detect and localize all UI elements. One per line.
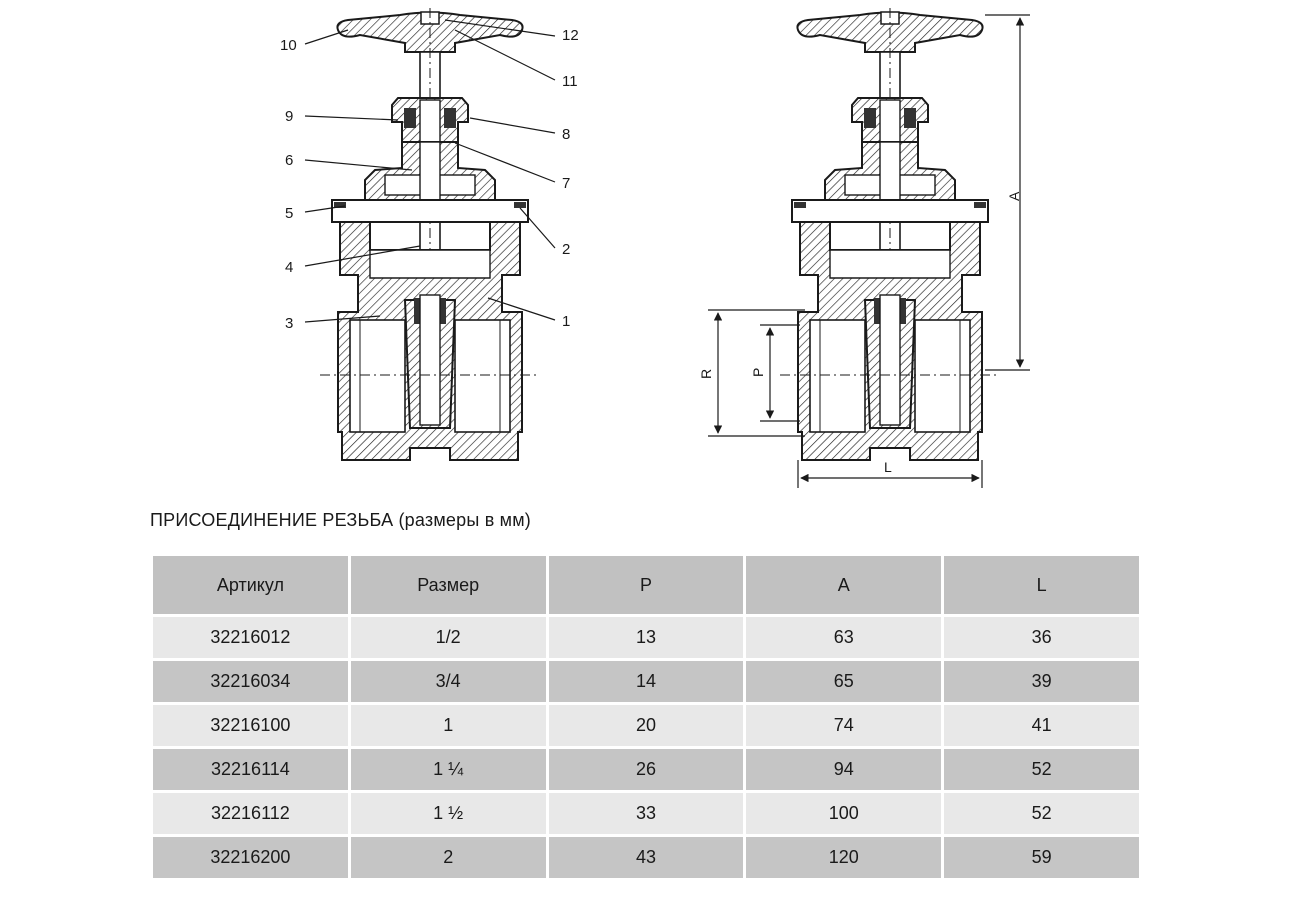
table-cell: 32216200	[153, 837, 348, 878]
table-cell: 41	[944, 705, 1139, 746]
valve-callouts	[304, 19, 556, 323]
table-header-row: Артикул Размер P A L	[153, 556, 1139, 614]
table-cell: 32216034	[153, 661, 348, 702]
column-header: L	[944, 556, 1139, 614]
callout-9: 9	[285, 108, 293, 125]
table-cell: 120	[746, 837, 942, 878]
table-cell: 26	[548, 749, 744, 790]
section-title: ПРИСОЕДИНЕНИЕ РЕЗЬБА (размеры в мм)	[150, 510, 532, 530]
table-row: 32216012 1/2 13 63 36	[153, 617, 1139, 658]
table-cell: 32216100	[153, 705, 348, 746]
table-row: 32216112 1 ½ 33 100 52	[153, 793, 1139, 834]
table-cell: 1 ¼	[350, 749, 546, 790]
table-cell: 63	[746, 617, 942, 658]
dimension-a-label: A	[1006, 191, 1022, 201]
table-cell: 100	[746, 793, 942, 834]
table-row: 32216034 3/4 14 65 39	[153, 661, 1139, 702]
table-cell: 3/4	[350, 661, 546, 702]
column-header: Размер	[350, 556, 546, 614]
callout-4: 4	[285, 259, 293, 276]
table-cell: 32216112	[153, 793, 348, 834]
table-cell: 43	[548, 837, 744, 878]
table-cell: 59	[944, 837, 1139, 878]
table-cell: 20	[548, 705, 744, 746]
table-cell: 14	[548, 661, 744, 702]
table-cell: 74	[746, 705, 942, 746]
table-cell: 65	[746, 661, 942, 702]
table-cell: 1 ½	[350, 793, 546, 834]
callout-2: 2	[562, 241, 570, 258]
table-cell: 33	[548, 793, 744, 834]
callout-8: 8	[562, 126, 570, 143]
table-cell: 52	[944, 793, 1139, 834]
table-cell: 39	[944, 661, 1139, 702]
table-cell: 32216012	[153, 617, 348, 658]
table-cell: 36	[944, 617, 1139, 658]
table-row: 32216114 1 ¼ 26 94 52	[153, 749, 1139, 790]
table-row: 32216100 1 20 74 41	[153, 705, 1139, 746]
dimension-lines	[708, 14, 1030, 488]
table-cell: 2	[350, 837, 546, 878]
callout-5: 5	[285, 205, 293, 222]
callout-1: 1	[562, 313, 570, 330]
table-row: 32216200 2 43 120 59	[153, 837, 1139, 878]
dimension-p-label: P	[750, 368, 766, 377]
callout-6: 6	[285, 152, 293, 169]
callout-11: 11	[562, 73, 578, 90]
dimension-l-label: L	[884, 459, 892, 475]
table-cell: 32216114	[153, 749, 348, 790]
dimensions-table: Артикул Размер P A L 32216012 1/2 13 63 …	[150, 553, 1142, 881]
dimension-r-label: R	[698, 369, 714, 379]
valve-section-left	[319, 7, 541, 461]
column-header: Артикул	[153, 556, 348, 614]
callout-12: 12	[562, 27, 579, 44]
gate-valve-drawing: 10 9 6 5 4 3 12 11 8 7 2 1 A R P	[280, 7, 1030, 488]
table-cell: 52	[944, 749, 1139, 790]
callout-3: 3	[285, 315, 293, 332]
table-cell: 94	[746, 749, 942, 790]
table-cell: 1/2	[350, 617, 546, 658]
table-cell: 1	[350, 705, 546, 746]
valve-section-right	[779, 7, 1001, 461]
callout-10: 10	[280, 37, 297, 54]
column-header: A	[746, 556, 942, 614]
table-cell: 13	[548, 617, 744, 658]
column-header: P	[548, 556, 744, 614]
callout-7: 7	[562, 175, 570, 192]
